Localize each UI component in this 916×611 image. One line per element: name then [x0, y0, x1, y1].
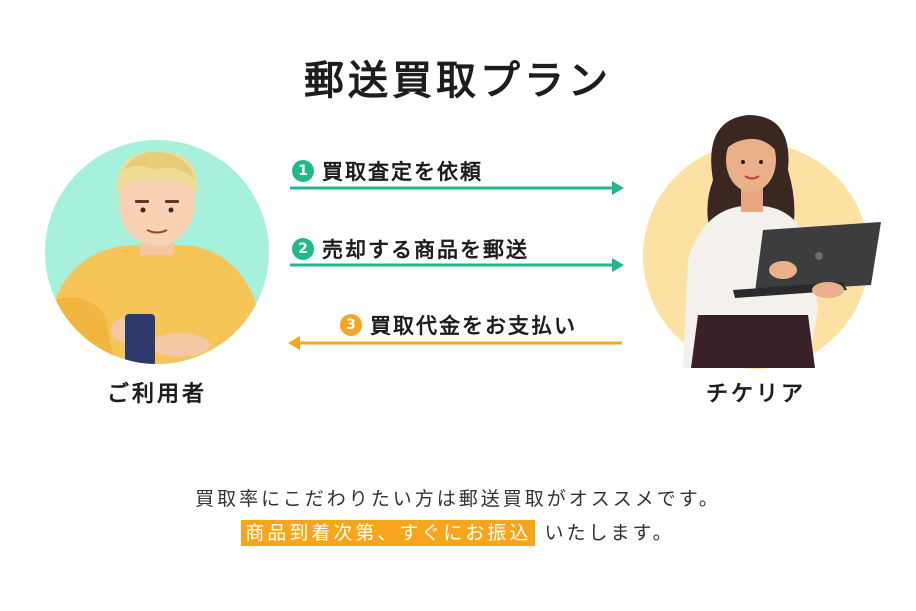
user-label: ご利用者: [106, 382, 207, 407]
page-title: 郵送買取プラン: [304, 58, 612, 104]
user-avatar: [45, 140, 269, 364]
step-label: 買取代金をお支払い: [370, 314, 577, 338]
step-1: 1 買取査定を依頼: [292, 156, 483, 186]
staff-illustration: [683, 115, 881, 368]
step-number-badge: 2: [292, 238, 314, 260]
step-2: 2 売却する商品を郵送: [292, 234, 529, 264]
arrow-right-1: [290, 181, 624, 195]
footer-line-2-rest: いたします。: [535, 522, 675, 544]
footer-line-1: 買取率にこだわりたい方は郵送買取がオススメです。: [195, 488, 721, 510]
step-label: 買取査定を依頼: [322, 160, 483, 184]
footer-line-2: 商品到着次第、すぐにお振込 いたします。: [0, 518, 916, 546]
step-label: 売却する商品を郵送: [322, 238, 529, 262]
step-number-badge: 1: [292, 160, 314, 182]
staff-label: チケリア: [705, 382, 806, 407]
arrow-right-2: [290, 258, 624, 272]
step-number-badge: 3: [340, 314, 362, 336]
highlight-text: 商品到着次第、すぐにお振込: [241, 520, 536, 546]
arrow-left-3: [288, 336, 622, 350]
user-illustration: [45, 151, 269, 364]
step-3: 3 買取代金をお支払い: [340, 310, 577, 340]
